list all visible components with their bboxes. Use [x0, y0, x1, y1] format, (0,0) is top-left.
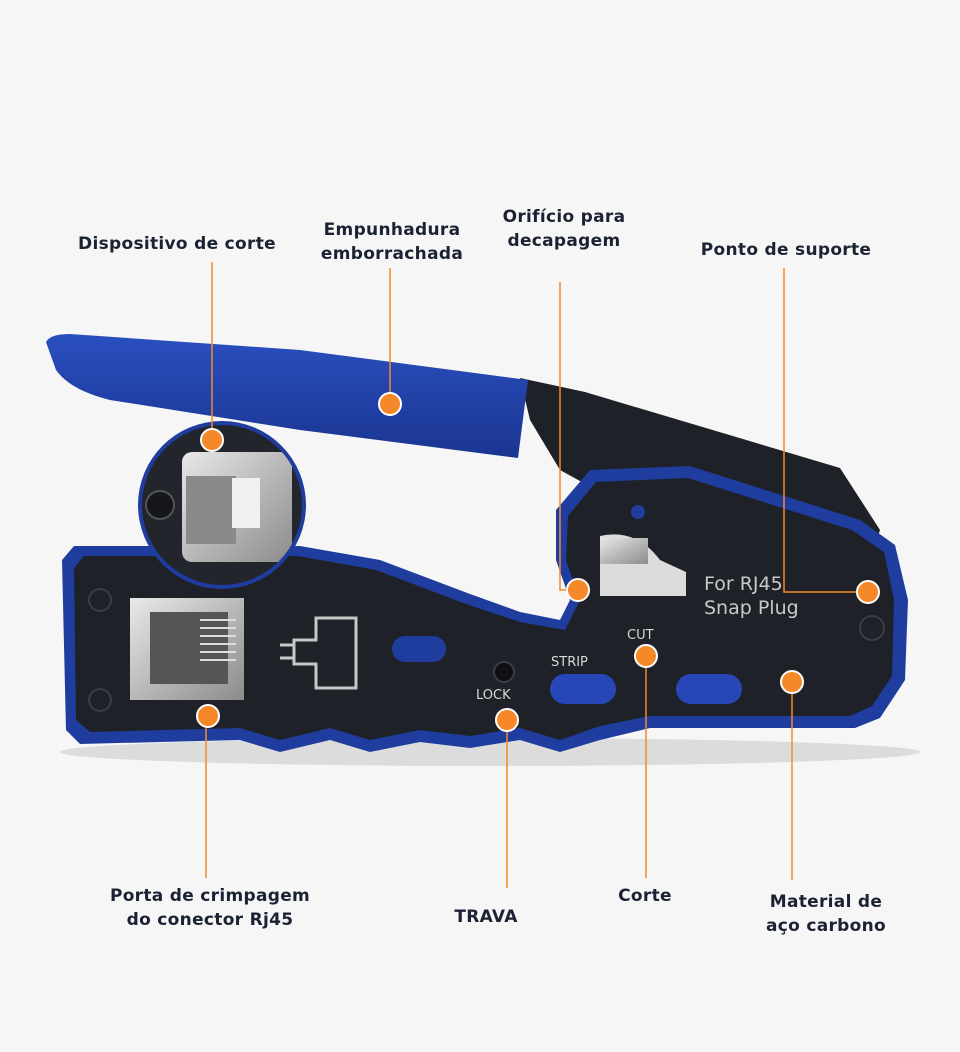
- zoom-screw: [145, 490, 175, 520]
- crimp-teeth: [200, 619, 236, 661]
- marker-support: [856, 580, 880, 604]
- marker-grip: [378, 392, 402, 416]
- strip-slot: [550, 674, 616, 704]
- screw-hole: [859, 615, 885, 641]
- brand-line1: For RJ45: [704, 573, 783, 595]
- label-cutting-device: Dispositivo de corte: [62, 232, 292, 256]
- label-crimp-port: Porta de crimpagem do conector Rj45: [90, 884, 330, 932]
- crimp-port-inner: [150, 612, 228, 684]
- strip-text: STRIP: [551, 655, 588, 670]
- label-strip-hole: Orifício para decapagem: [468, 205, 660, 253]
- label-carbon-steel-line2: aço carbono: [765, 916, 886, 936]
- rj45-port-icon: [280, 616, 358, 690]
- label-crimp-port-line2: do conector Rj45: [126, 910, 294, 930]
- blade-inner: [232, 478, 260, 528]
- screw-hole: [88, 688, 112, 712]
- marker-cutting-device: [200, 428, 224, 452]
- label-carbon-steel-line1: Material de: [769, 892, 883, 912]
- label-carbon-steel: Material de aço carbono: [734, 890, 918, 938]
- label-strip-hole-line2: decapagem: [507, 231, 621, 251]
- label-support-point-text: Ponto de suporte: [700, 240, 872, 260]
- marker-strip-hole: [566, 578, 590, 602]
- label-cut-text: Corte: [618, 886, 672, 906]
- screw-hole: [88, 588, 112, 612]
- markers: [196, 392, 880, 732]
- marker-cut: [634, 644, 658, 668]
- label-rubber-grip-line1: Empunhadura: [323, 220, 461, 240]
- label-support-point: Ponto de suporte: [686, 238, 886, 262]
- marker-crimp-port: [196, 704, 220, 728]
- label-lock-text: TRAVA: [454, 907, 518, 927]
- strip-blade: [600, 538, 648, 564]
- lock-text: LOCK: [476, 688, 511, 703]
- label-cut: Corte: [595, 884, 695, 908]
- marker-steel: [780, 670, 804, 694]
- label-rubber-grip-line2: emborrachada: [320, 244, 464, 264]
- marker-lock: [495, 708, 519, 732]
- label-rubber-grip: Empunhadura emborrachada: [292, 218, 492, 266]
- screw-hole: [631, 505, 645, 519]
- label-lock: TRAVA: [426, 905, 546, 929]
- label-cutting-device-text: Dispositivo de corte: [78, 234, 276, 254]
- leader-lines: [205, 262, 868, 888]
- slot-upper: [392, 636, 446, 662]
- label-strip-hole-line1: Orifício para: [502, 207, 626, 227]
- rubber-grip-handle: [46, 334, 528, 458]
- blade-edge: [186, 476, 236, 544]
- lock-knob: [493, 661, 515, 683]
- label-crimp-port-line1: Porta de crimpagem: [109, 886, 311, 906]
- brand-line2: Snap Plug: [704, 597, 799, 619]
- cut-text: CUT: [627, 628, 654, 643]
- leader-support: [783, 268, 868, 593]
- cut-slot: [676, 674, 742, 704]
